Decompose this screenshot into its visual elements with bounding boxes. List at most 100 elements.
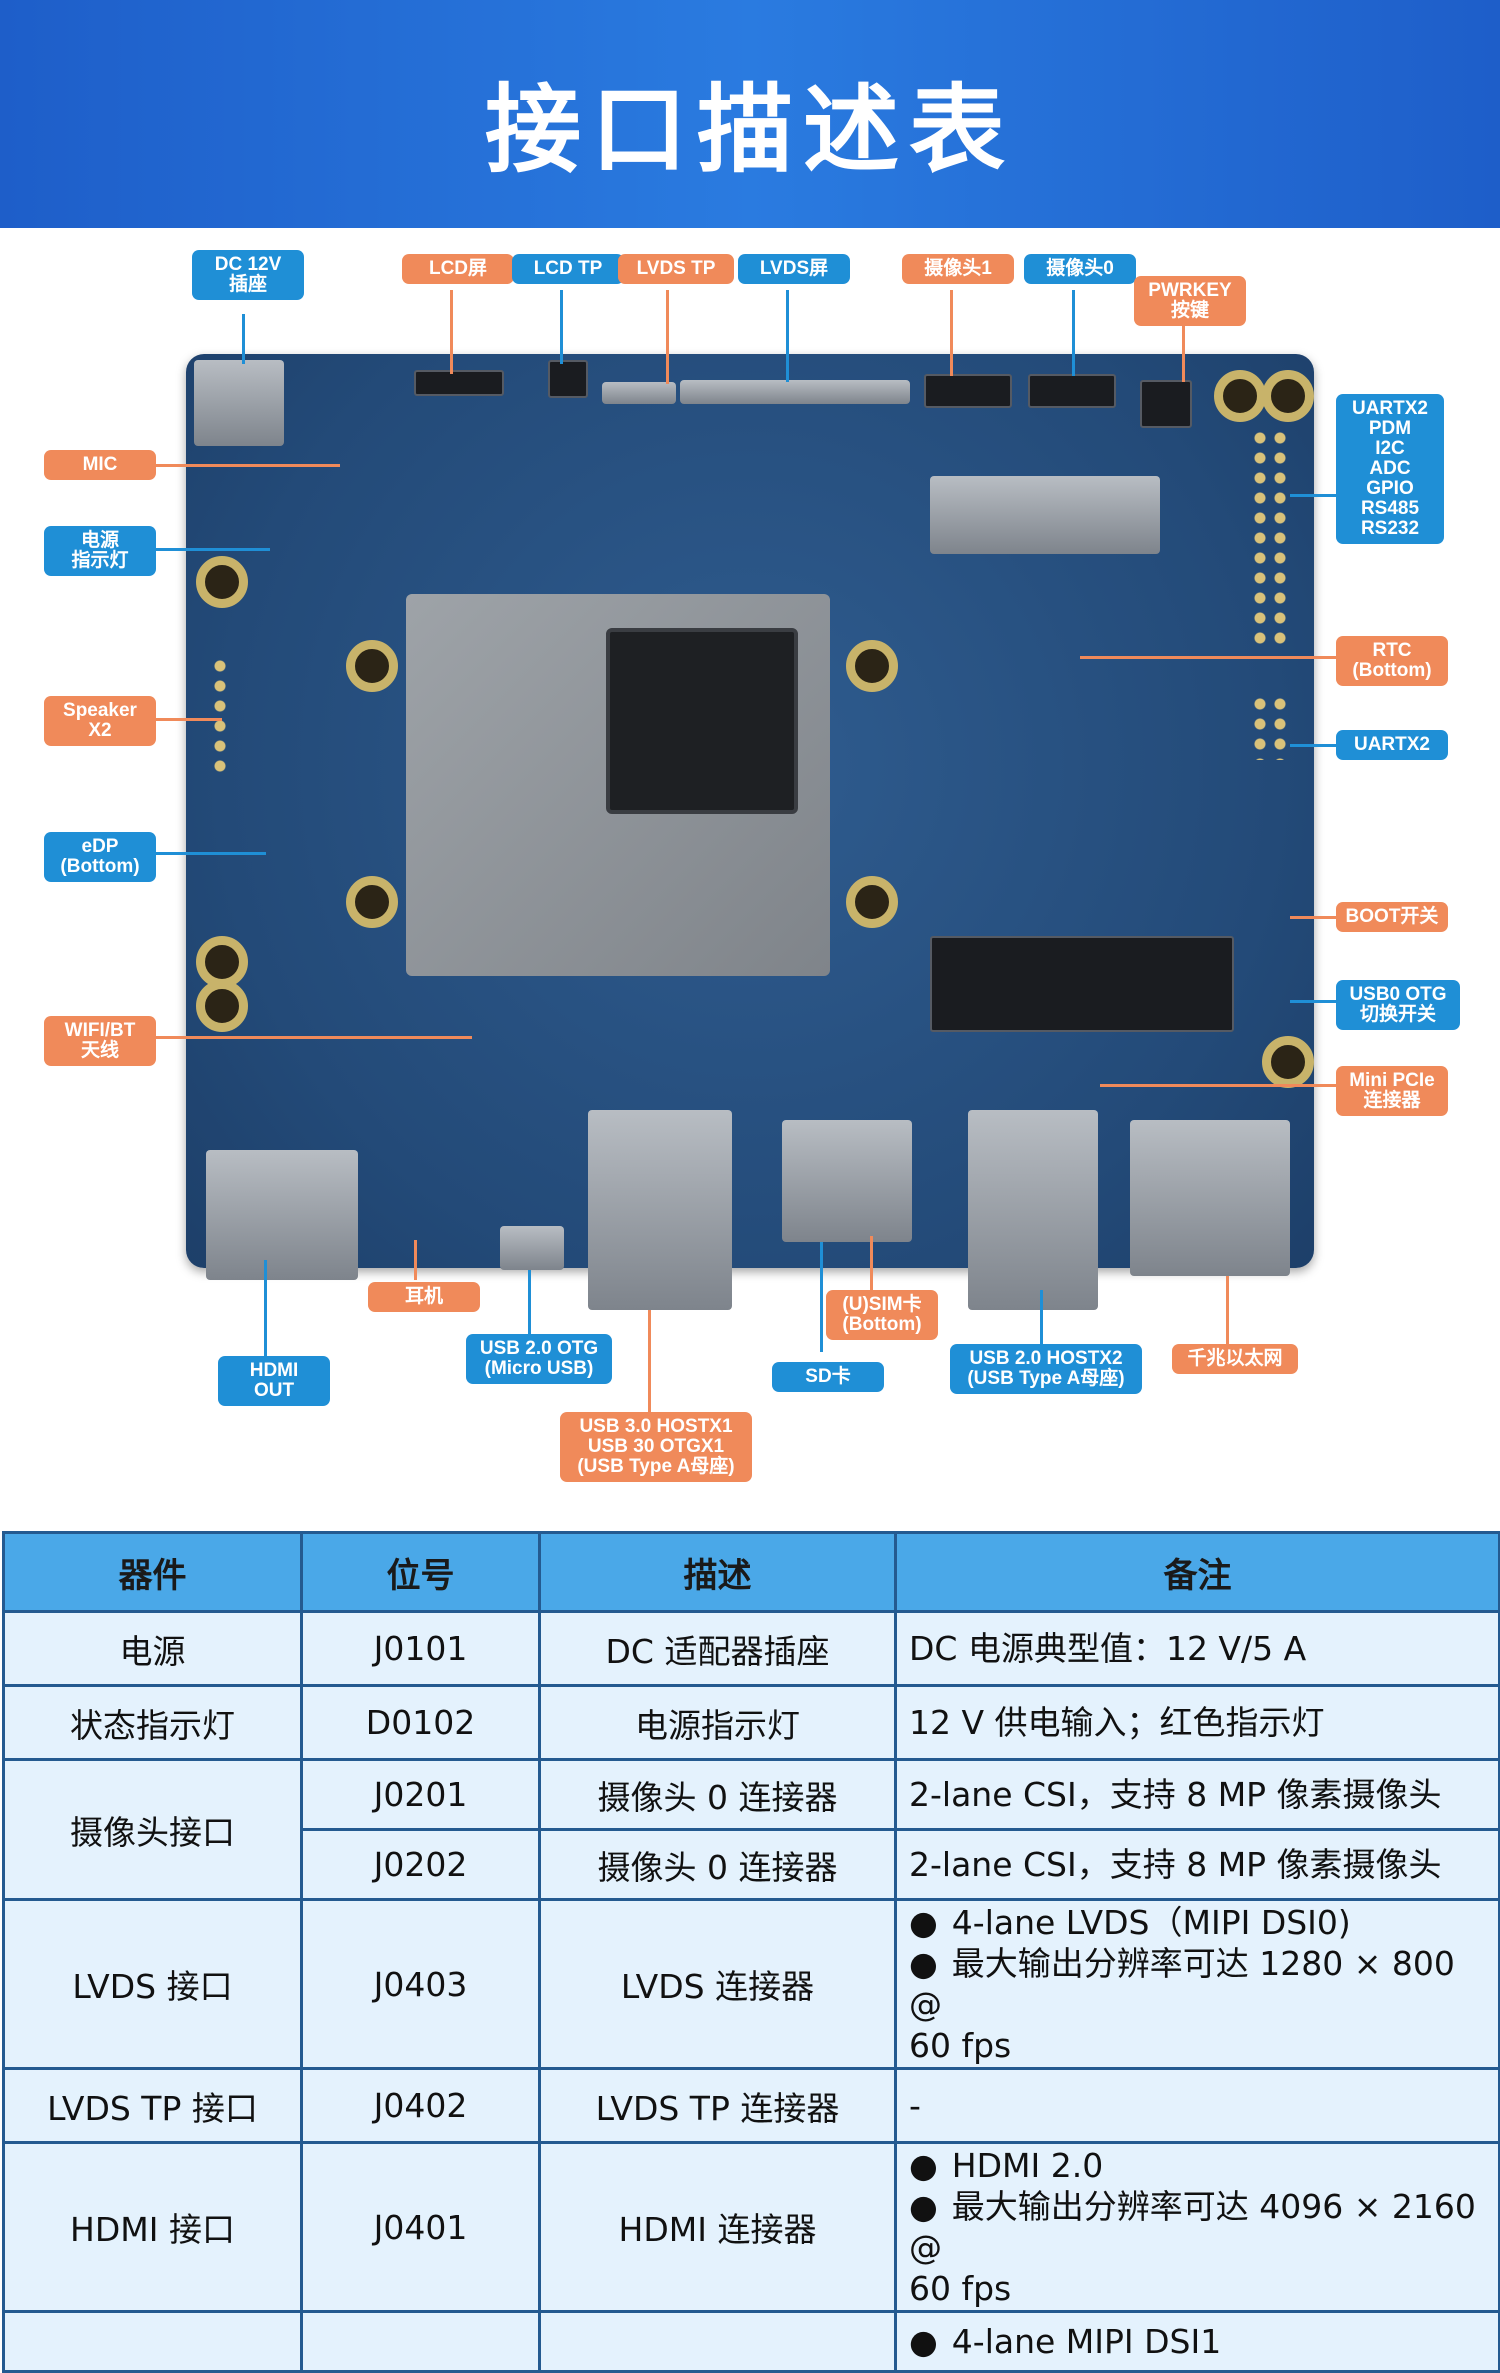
desc-cell: HDMI 连接器 <box>538 2141 897 2313</box>
device-cell: LVDS 接口 <box>2 1898 303 2070</box>
speaker-header <box>210 656 230 776</box>
desc-cell: LVDS 连接器 <box>538 1898 897 2070</box>
leader-line <box>1290 494 1338 497</box>
mount-hole <box>846 640 898 692</box>
device-cell: 摄像头接口 <box>2 1758 303 1901</box>
leader-line <box>144 464 340 467</box>
device-cell: 状态指示灯 <box>2 1684 303 1761</box>
ref-cell: J0403 <box>300 1898 541 2070</box>
mount-hole <box>1262 370 1314 422</box>
note-bullet: HDMI 2.0 <box>909 2145 1497 2186</box>
note-bullet: 4-lane LVDS（MIPI DSI0) <box>909 1902 1497 1943</box>
leader-line <box>1072 290 1075 376</box>
label-mini-pcie: Mini PCIe 连接器 <box>1336 1066 1448 1116</box>
label-uart-group: UARTX2 PDM I2C ADC GPIO RS485 RS232 <box>1336 394 1444 544</box>
leader-line <box>820 1242 823 1352</box>
leader-line <box>142 718 222 721</box>
table-row: 4-lane MIPI DSI1 <box>2 2310 1500 2373</box>
label-boot-switch: BOOT开关 <box>1336 902 1448 932</box>
uart-pin-header-2 <box>1250 694 1290 760</box>
label-lvds-tp: LVDS TP <box>618 254 734 284</box>
device-cell: 电源 <box>2 1610 303 1687</box>
label-lcd-screen: LCD屏 <box>402 254 514 284</box>
ref-cell: J0401 <box>300 2141 541 2313</box>
mount-hole <box>346 640 398 692</box>
table-row: LVDS TP 接口 J0402 LVDS TP 连接器 - <box>2 2067 1500 2144</box>
label-gigabit-eth: 千兆以太网 <box>1172 1344 1298 1374</box>
column-header: 位号 <box>300 1531 541 1613</box>
soc-chip <box>606 628 798 814</box>
leader-line <box>950 290 953 376</box>
mount-hole <box>1262 1036 1314 1088</box>
device-cell: LVDS TP 接口 <box>2 2067 303 2144</box>
label-usb30: USB 3.0 HOSTX1 USB 30 OTGX1 (USB Type A母… <box>560 1412 752 1482</box>
column-header: 器件 <box>2 1531 303 1613</box>
pwrkey-button <box>1140 380 1192 428</box>
desc-cell: 摄像头 0 连接器 <box>538 1758 897 1831</box>
note-cell: 12 V 供电输入；红色指示灯 <box>894 1684 1500 1761</box>
mount-hole <box>1214 370 1266 422</box>
lcd-connector <box>414 370 504 396</box>
leader-line <box>1080 656 1340 659</box>
leader-line <box>786 290 789 382</box>
table-row: 状态指示灯 D0102 电源指示灯 12 V 供电输入；红色指示灯 <box>2 1684 1500 1761</box>
leader-line <box>146 852 266 855</box>
note-cell: 4-lane LVDS（MIPI DSI0) 最大输出分辨率可达 1280 × … <box>894 1898 1500 2070</box>
ref-cell: J0101 <box>300 1610 541 1687</box>
ref-cell: J0202 <box>300 1828 541 1901</box>
label-sd-card: SD卡 <box>772 1362 884 1392</box>
page-title: 接口描述表 <box>485 74 1015 186</box>
note-cell: DC 电源典型值：12 V/5 A <box>894 1610 1500 1687</box>
label-speaker: Speaker X2 <box>44 696 156 746</box>
leader-line <box>1226 1276 1229 1346</box>
desc-cell: 电源指示灯 <box>538 1684 897 1761</box>
leader-line <box>1040 1290 1043 1348</box>
table-row: 电源 J0101 DC 适配器插座 DC 电源典型值：12 V/5 A <box>2 1610 1500 1687</box>
leader-line <box>1182 316 1185 382</box>
leader-line <box>1290 916 1338 919</box>
sd-slot <box>782 1120 912 1242</box>
leader-line <box>560 290 563 364</box>
label-usb20-otg: USB 2.0 OTG (Micro USB) <box>466 1334 612 1384</box>
note-bullet: 4-lane MIPI DSI1 <box>909 2321 1497 2362</box>
dc-jack <box>194 360 284 446</box>
table-header-row: 器件 位号 描述 备注 <box>2 1531 1500 1613</box>
leader-line <box>142 1036 472 1039</box>
label-uartx2: UARTX2 <box>1336 730 1448 760</box>
lcd-tp-connector <box>548 360 588 398</box>
leader-line <box>870 1236 873 1292</box>
note-cell: 2-lane CSI，支持 8 MP 像素摄像头 <box>894 1828 1500 1901</box>
table-row: 摄像头接口 J0201 摄像头 0 连接器 2-lane CSI，支持 8 MP… <box>2 1758 1500 1901</box>
ref-cell <box>300 2310 541 2373</box>
label-power-led: 电源 指示灯 <box>44 526 156 576</box>
desc-cell: DC 适配器插座 <box>538 1610 897 1687</box>
device-cell: HDMI 接口 <box>2 2141 303 2313</box>
ethernet-port <box>1130 1120 1290 1276</box>
mount-hole <box>196 980 248 1032</box>
label-lvds-screen: LVDS屏 <box>738 254 850 284</box>
usb2-port <box>968 1110 1098 1310</box>
column-header: 描述 <box>538 1531 897 1613</box>
header-banner: 接口描述表 <box>0 0 1500 228</box>
uart-pin-header <box>1250 428 1290 648</box>
leader-line <box>1100 1084 1340 1087</box>
leader-line <box>666 290 669 384</box>
desc-cell: LVDS TP 连接器 <box>538 2067 897 2144</box>
lvds-connector <box>680 380 910 404</box>
rtc-holder <box>930 476 1160 554</box>
note-cell: - <box>894 2067 1500 2144</box>
interface-table: 器件 位号 描述 备注 电源 J0101 DC 适配器插座 DC 电源典型值：1… <box>2 1531 1500 2373</box>
leader-line <box>1290 744 1338 747</box>
label-wifi-bt: WIFI/BT 天线 <box>44 1016 156 1066</box>
ref-cell: D0102 <box>300 1684 541 1761</box>
lvds-tp-connector <box>602 382 676 404</box>
label-usb20-host: USB 2.0 HOSTX2 (USB Type A母座) <box>950 1344 1142 1394</box>
note-line: 60 fps <box>909 2269 1012 2308</box>
leader-line <box>414 1240 417 1280</box>
desc-cell <box>538 2310 897 2373</box>
label-camera0: 摄像头0 <box>1024 254 1136 284</box>
label-edp: eDP (Bottom) <box>44 832 156 882</box>
label-dc12v: DC 12V 插座 <box>192 250 304 300</box>
usb3-port <box>588 1110 732 1310</box>
column-header: 备注 <box>894 1531 1500 1613</box>
